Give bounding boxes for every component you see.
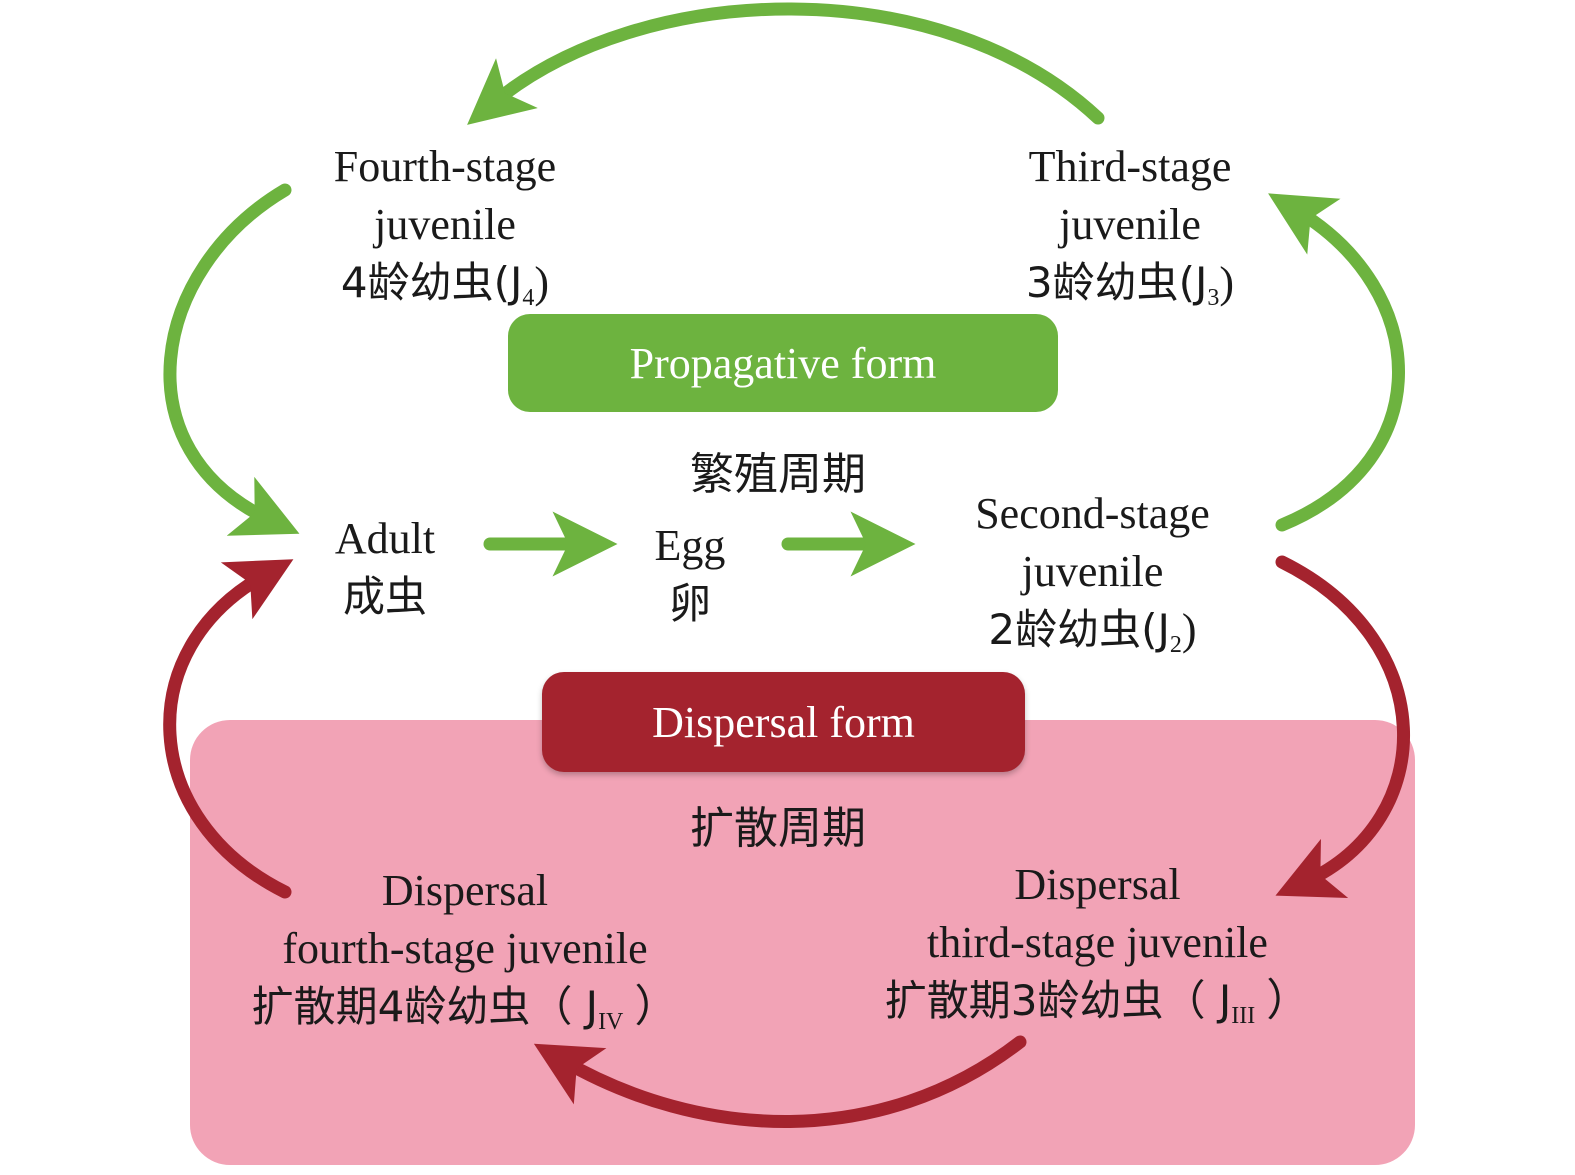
stage-j2-en2: juvenile xyxy=(1021,547,1164,596)
stage-egg-zh: 卵 xyxy=(668,579,711,628)
stage-adult: Adult 成虫 xyxy=(300,510,470,626)
propagative-cycle-title: 繁殖周期 xyxy=(690,449,866,500)
stage-egg: Egg 卵 xyxy=(620,517,760,633)
stage-j2-zh: 2龄幼虫(J2) xyxy=(988,605,1197,658)
arrow-j2-to-j3 xyxy=(1268,193,1405,532)
stage-jiii: Dispersal third-stage juvenile 扩散期3龄幼虫（ … xyxy=(855,856,1340,1030)
stage-jiv-en2: fourth-stage juvenile xyxy=(282,924,648,973)
stage-j3-en2: juvenile xyxy=(1059,200,1201,249)
arrow-jiv-to-adult xyxy=(163,559,294,899)
stage-j4-en2: juvenile xyxy=(374,200,516,249)
stage-jiii-en2: third-stage juvenile xyxy=(927,918,1268,967)
arrow-j3-to-j4 xyxy=(467,2,1105,125)
stage-jiv-zh: 扩散期4龄幼虫（ JIV ） xyxy=(251,982,679,1035)
arrow-j2-to-jiii xyxy=(1275,555,1411,898)
stage-jiii-en1: Dispersal xyxy=(1014,860,1181,909)
stage-egg-en: Egg xyxy=(654,521,726,570)
dispersal-cycle-title: 扩散周期 xyxy=(690,803,866,854)
stage-jiv: Dispersal fourth-stage juvenile 扩散期4龄幼虫（… xyxy=(225,862,705,1036)
arrow-jiii-to-jiv xyxy=(533,1035,1027,1128)
stage-jiv-en1: Dispersal xyxy=(381,866,549,915)
stage-j3-zh: 3龄幼虫(J3) xyxy=(1025,258,1235,311)
stage-j4: Fourth-stage juvenile 4龄幼虫(J4) xyxy=(300,138,590,312)
stage-j2-en1: Second-stage xyxy=(975,489,1210,538)
dispersal-zone xyxy=(190,720,1415,1165)
arrow-j4-to-adult xyxy=(163,183,300,536)
dispersal-form-label: Dispersal form xyxy=(542,672,1025,772)
stage-j4-zh: 4龄幼虫(J4) xyxy=(340,258,550,311)
stage-j4-en1: Fourth-stage xyxy=(333,142,557,191)
stage-adult-en: Adult xyxy=(334,514,436,563)
stage-j2: Second-stage juvenile 2龄幼虫(J2) xyxy=(950,485,1235,659)
stage-j3-en1: Third-stage xyxy=(1028,142,1232,191)
propagative-form-label: Propagative form xyxy=(508,314,1058,412)
stage-j3: Third-stage juvenile 3龄幼虫(J3) xyxy=(985,138,1275,312)
stage-jiii-zh: 扩散期3龄幼虫（ JIII ） xyxy=(884,976,1311,1029)
stage-adult-zh: 成虫 xyxy=(342,572,427,621)
